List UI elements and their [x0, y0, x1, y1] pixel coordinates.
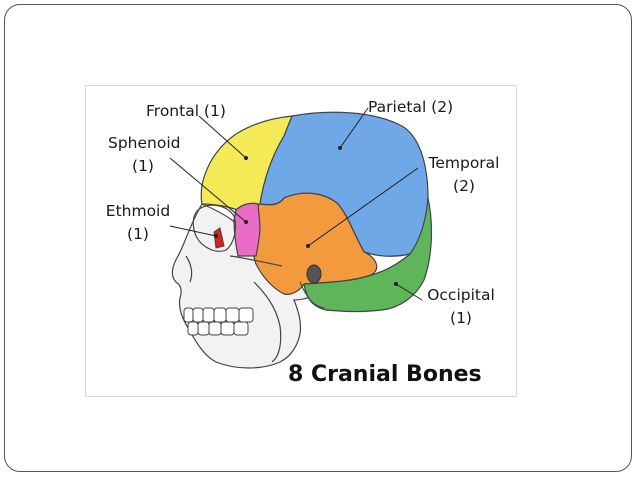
label-temporal: Temporal (2): [419, 152, 509, 198]
label-temporal-count: (2): [453, 177, 475, 195]
label-ethmoid-name: Ethmoid: [105, 202, 171, 220]
sphenoid-bone: [233, 202, 261, 257]
leader-dots: [214, 146, 398, 286]
label-sphenoid-count: (1): [132, 157, 154, 175]
cranial-bones-figure: Frontal (1) Parietal (2) Sphenoid (1) Te…: [85, 85, 517, 397]
eye-orbit: [192, 204, 237, 252]
label-sphenoid-name: Sphenoid: [108, 134, 181, 152]
label-occipital-count: (1): [450, 309, 472, 327]
skull-illustration: [169, 107, 433, 369]
label-ethmoid-count: (1): [127, 225, 149, 243]
ethmoid-bone: [213, 227, 225, 249]
label-occipital-name: Occipital: [427, 286, 495, 304]
teeth: [183, 307, 254, 336]
label-frontal: Frontal (1): [146, 102, 226, 120]
figure-title: 8 Cranial Bones: [288, 362, 482, 387]
mastoid-process: [299, 281, 325, 309]
zygomatic-arch: [229, 255, 283, 267]
mandible: [253, 281, 282, 363]
leader-lines: [169, 107, 423, 301]
ear-canal: [306, 264, 322, 284]
nasal-cavity: [185, 255, 193, 283]
label-parietal: Parietal (2): [368, 98, 454, 116]
label-temporal-name: Temporal: [428, 154, 500, 172]
label-sphenoid: Sphenoid (1): [108, 132, 181, 178]
label-ethmoid: Ethmoid (1): [102, 200, 174, 246]
label-occipital: Occipital (1): [418, 284, 504, 330]
